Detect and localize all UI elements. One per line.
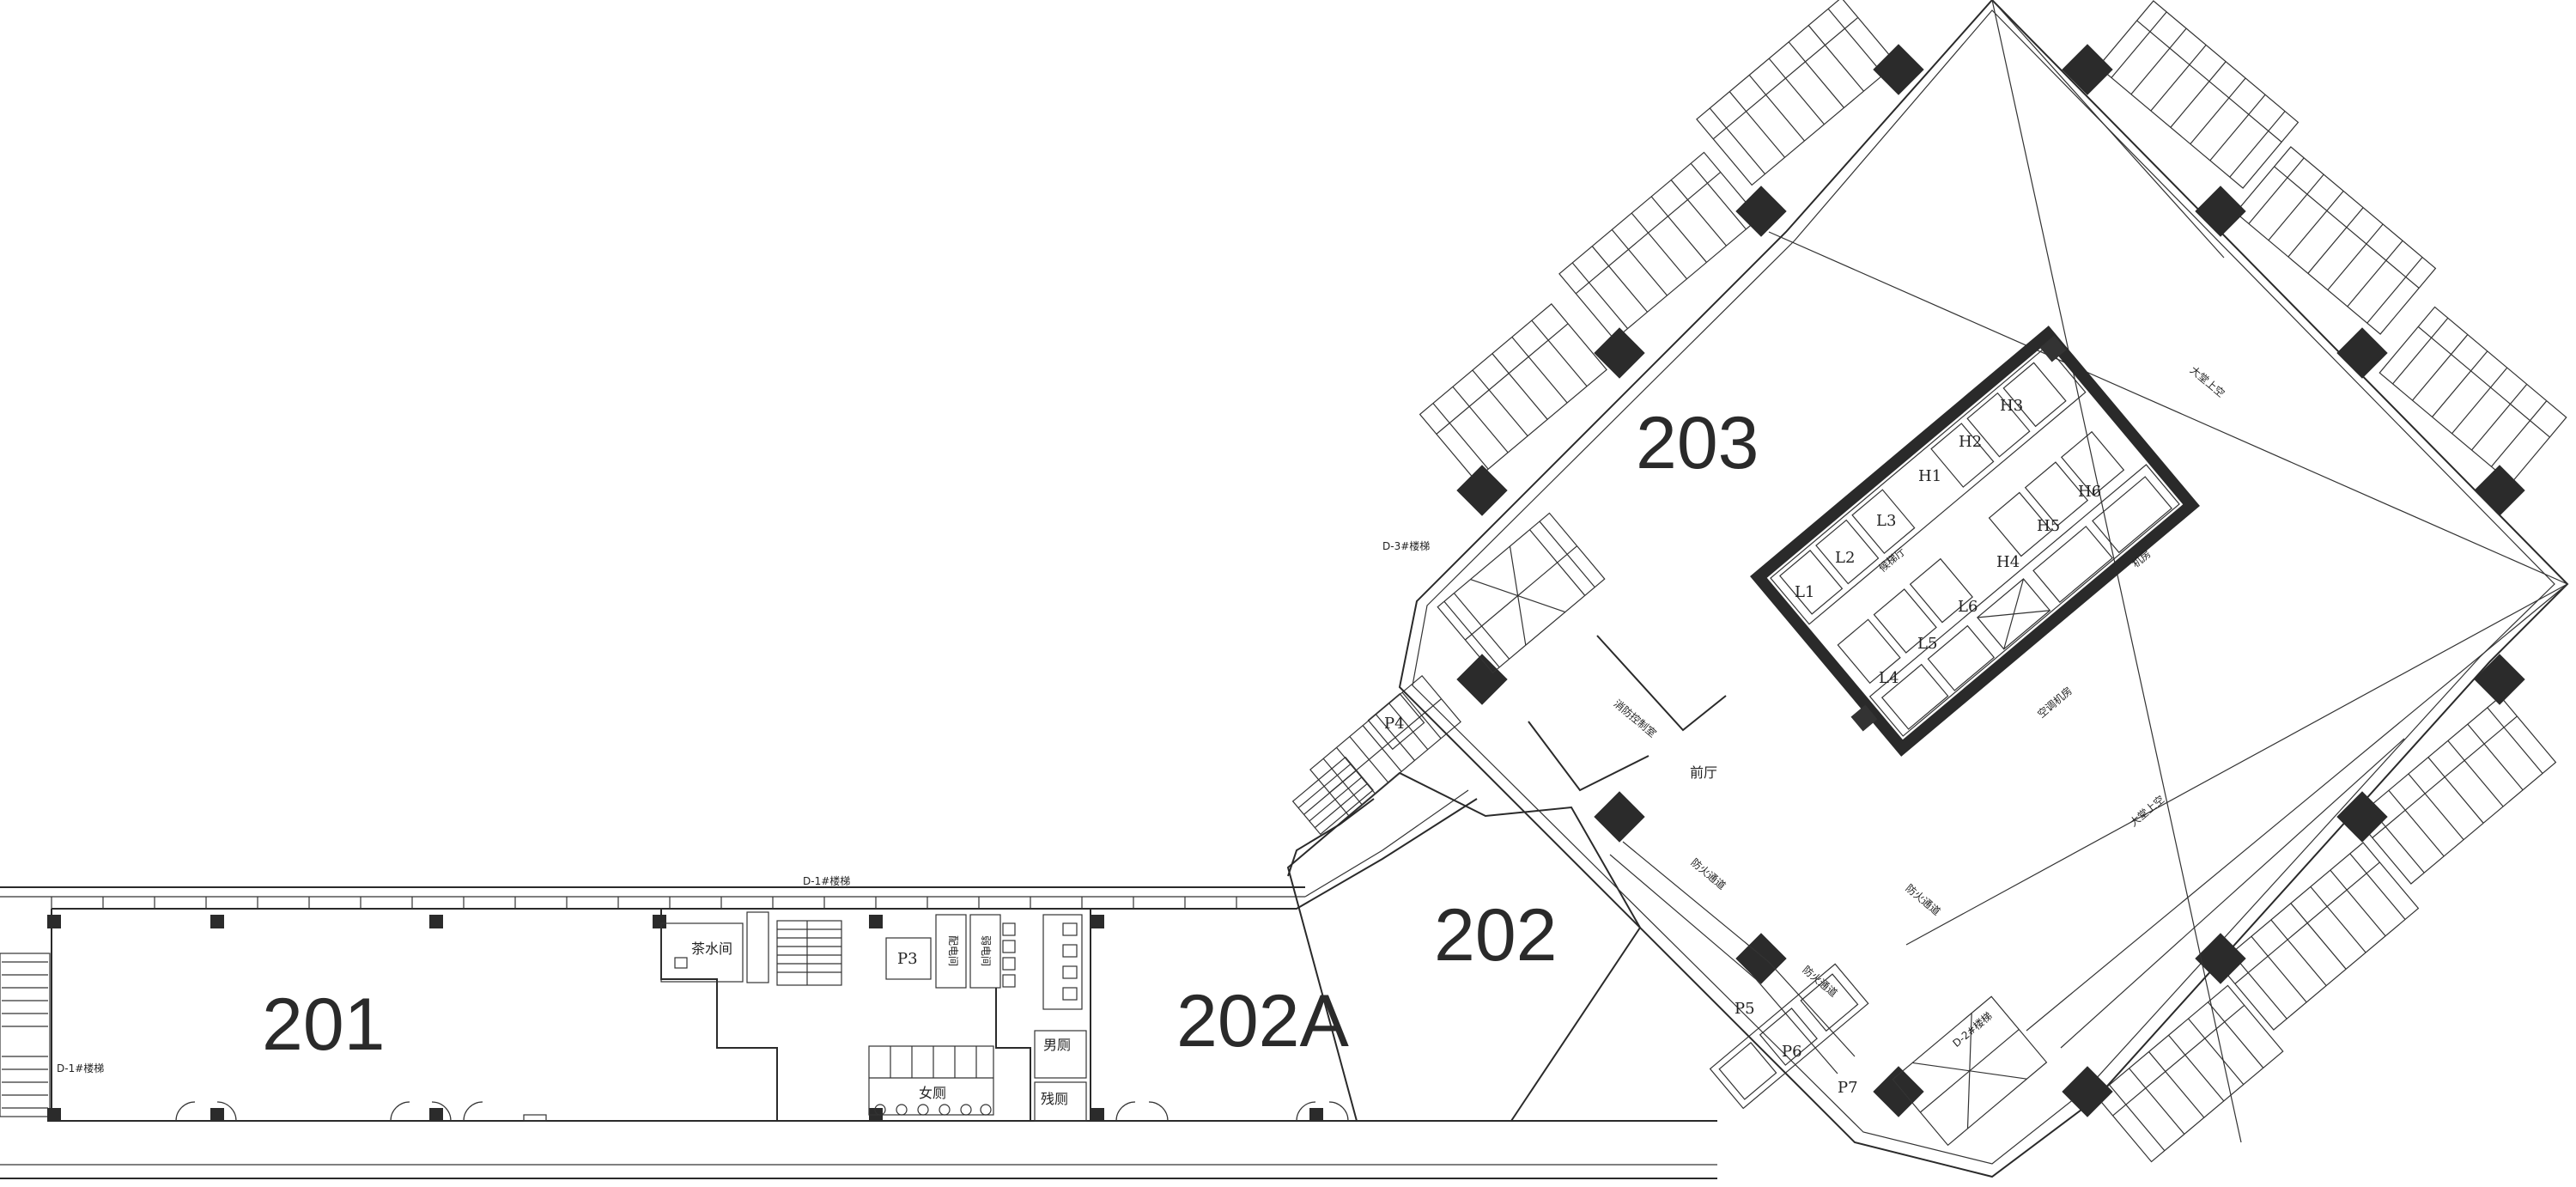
west-wing: D-1#楼梯 茶水间 D-1#楼梯: [0, 874, 1717, 1179]
lift-p3: P3: [897, 950, 918, 968]
nw-panels: [1419, 0, 1898, 481]
tea-room-label: 茶水间: [691, 940, 732, 957]
men-wc-label: 男厕: [1043, 1037, 1071, 1053]
stair-d2-treads: [1322, 691, 1442, 806]
wc-fixtures-east: [1062, 922, 1078, 1001]
lift-p4: P4: [1384, 715, 1405, 733]
women-wc-stalls: [869, 1046, 993, 1116]
lift-p5: P5: [1735, 1000, 1755, 1018]
door-swings-202a: [1115, 1101, 1349, 1122]
lift-l5: L5: [1917, 635, 1937, 653]
wc-fixtures-west: [1002, 922, 1016, 988]
ne-panels: [2097, 0, 2567, 484]
stair-label-d2: D-2#楼梯: [1950, 1009, 1995, 1050]
elevator-core: [1750, 326, 2200, 757]
link-wing: 202 P4: [1262, 674, 1642, 1122]
atrium-label-1: 大堂上空: [2188, 364, 2227, 400]
lift-l2: L2: [1835, 549, 1855, 567]
lift-l3: L3: [1876, 512, 1896, 530]
room-202: 202: [1434, 894, 1558, 977]
power-room-label: 配电间: [947, 935, 959, 966]
lift-h1: H1: [1918, 467, 1941, 485]
main-tower: 大堂上空 大堂上空 D-3#楼梯 D-2#楼梯 P5 P6 P7 前厅 消: [1382, 0, 2569, 1178]
atrium-label-2: 大堂上空: [2128, 794, 2167, 830]
lift-h3: H3: [2000, 397, 2023, 415]
railing-top: [51, 897, 1237, 909]
stair-label-d1b: D-1#楼梯: [57, 1062, 104, 1074]
se-panels: [2095, 696, 2557, 1163]
weak-room-label: 弱电间: [980, 935, 992, 966]
west-stair-treads: [2, 961, 48, 1109]
room-201: 201: [262, 983, 386, 1066]
fire-passage-label-2: 防火通道: [1801, 963, 1840, 999]
women-wc-label: 女厕: [919, 1085, 946, 1101]
fire-passage-label-3: 防火通道: [1904, 881, 1943, 917]
stair-label-d1a: D-1#楼梯: [803, 874, 850, 887]
room-202a: 202A: [1176, 980, 1349, 1062]
room-203: 203: [1636, 402, 1759, 484]
fire-passage-label-1: 防火通道: [1689, 855, 1728, 892]
lift-p6: P6: [1782, 1043, 1802, 1061]
ventilation-label: 空调机房: [2035, 684, 2075, 720]
office-label: 消防控制室: [1612, 697, 1660, 740]
lift-h2: H2: [1959, 433, 1982, 451]
lift-l6: L6: [1958, 598, 1978, 616]
tower-columns: [1456, 44, 2525, 1117]
lift-l4: L4: [1879, 669, 1899, 687]
door-swings-201: [175, 1101, 547, 1122]
stair-label-d3: D-3#楼梯: [1382, 539, 1430, 552]
stair-d1a-treads: [777, 921, 841, 985]
atrium-lines: [1768, 0, 2568, 1143]
lobby-label: 前厅: [1690, 764, 1717, 781]
p-lift-bank: [1709, 963, 1869, 1110]
accessible-wc-label: 残厕: [1041, 1091, 1068, 1107]
lift-h5: H5: [2037, 517, 2060, 535]
lift-h6: H6: [2078, 483, 2101, 501]
lift-p7: P7: [1838, 1079, 1858, 1097]
lift-l1: L1: [1795, 583, 1814, 601]
lift-h4: H4: [1996, 553, 2020, 571]
